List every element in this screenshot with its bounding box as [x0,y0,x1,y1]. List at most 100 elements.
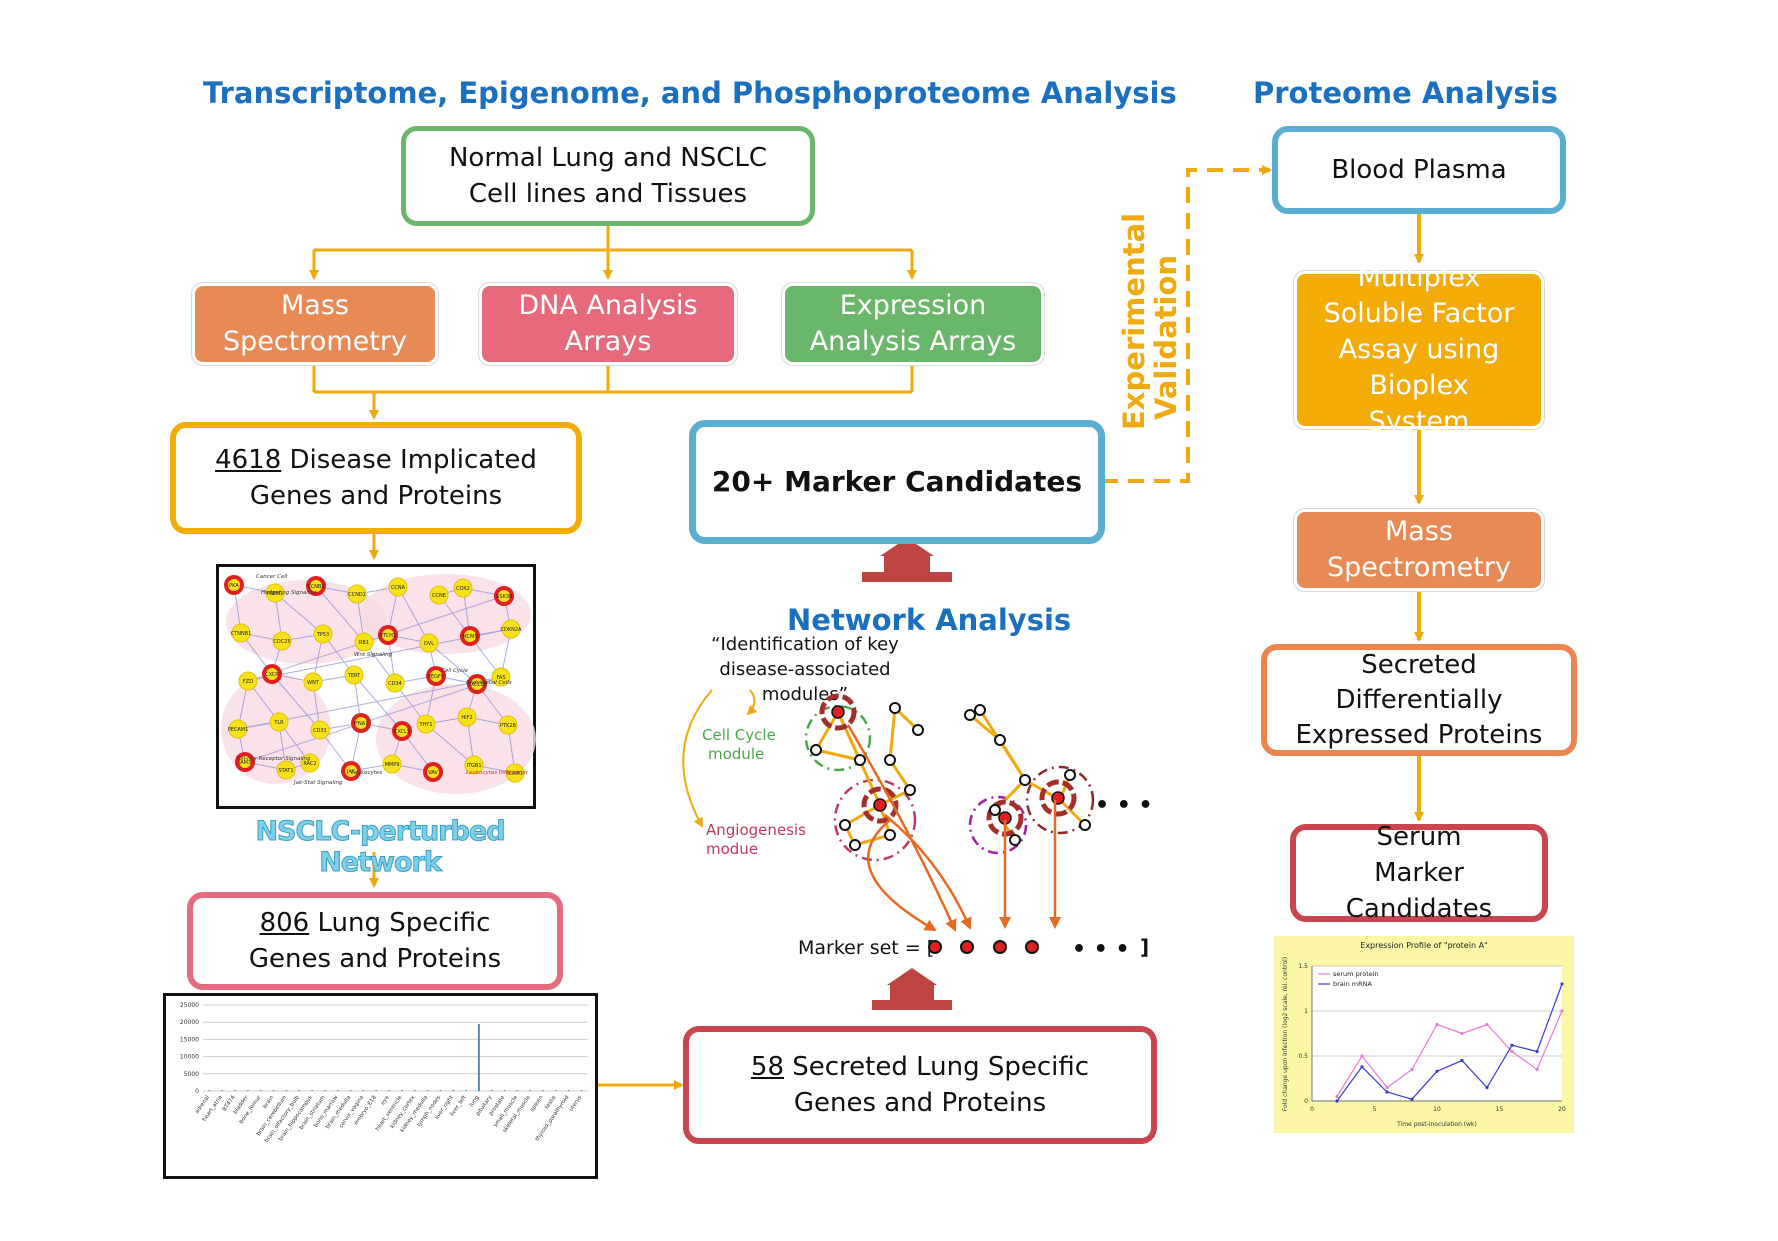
tissue-bar [221,1090,224,1091]
expression-arrays-box: Expression Analysis Arrays [785,286,1041,362]
network-node-label: TP53 [316,632,329,638]
module-node [904,784,916,796]
network-edge [274,592,324,635]
profile-y-tick: 0 [1304,1098,1308,1105]
network-node: VEGFC [426,666,446,686]
disease-genes-label: Disease Implicated Genes and Proteins [249,445,537,511]
network-node: CCNB1 [306,576,326,596]
profile-point [1360,1065,1364,1069]
network-node: PKA [224,575,244,595]
network-node: PECAM1 [228,719,248,739]
network-node: VAV [423,762,443,782]
network-to-candidates-arrow [862,536,952,582]
validation-dashed-arrow [1102,165,1272,483]
profile-point [1510,1049,1514,1054]
network-node: PTK2B [498,715,518,735]
network-node: GSK3B [494,586,514,606]
mass-spectrometry-label: Mass Spectrometry [223,290,407,357]
serum-candidates-box: Serum Marker Candidates [1290,822,1548,924]
module-node [1079,819,1091,831]
source-samples-box: Normal Lung and NSCLC Cell lines and Tis… [401,126,815,226]
network-node: TERT [344,665,364,685]
tissue-y-tick: 25000 [180,1002,199,1009]
module-node [810,744,822,756]
network-node-label: RB1 [359,640,369,646]
left-flow-connectors [309,223,917,1090]
network-node-label: CDC25 [273,639,290,645]
tissue-bar [349,1090,352,1091]
profile-point [1335,1099,1339,1103]
network-module-label: Leukocytes Infiltration [466,770,528,776]
profile-point [1410,1067,1414,1072]
tissue-bar [490,1090,493,1091]
network-analysis-diagram: “Identification of key disease-associate… [682,634,1153,962]
tissue-bar [580,1090,583,1091]
module-edge [888,707,897,761]
network-node: CXCR [262,664,282,684]
network-node: FAS [491,667,511,687]
network-node: ICAM1 [505,763,525,783]
nsclc-network-title: NSCLC-perturbed Network [255,816,506,879]
tissue-y-tick: 0 [195,1088,199,1095]
multiplex-assay-label: Multiplex Soluble Factor Assay using Bio… [1323,262,1515,437]
network-node: MMP9 [382,754,402,774]
tissue-bar [272,1090,275,1091]
module-node [884,754,896,766]
network-node: CD34 [385,673,405,693]
network-node: THY1 [416,714,436,734]
profile-legend-label: brain mRNA [1333,980,1372,988]
tissue-bar [298,1090,301,1091]
profile-point [1460,1058,1464,1063]
network-node-label: TERT [347,673,361,679]
module-node [854,754,866,766]
network-node-label: CCND1 [348,592,366,598]
network-module-label: Cancer Cell [256,574,288,580]
tissue-bar [426,1090,429,1091]
network-node: PSEN1 [265,583,285,603]
tissue-bar [555,1090,557,1091]
tissue-bar [285,1090,288,1091]
network-node: PTCH1 [378,625,398,645]
network-node: CD31 [310,720,330,740]
network-node-label: DVL [424,641,434,647]
network-edge [428,642,478,685]
network-node: HIF2 [457,707,477,727]
network-edge [425,723,475,766]
dna-arrays-label: DNA Analysis Arrays [518,290,698,357]
network-node-label: CD34 [388,681,402,687]
network-node: CCNE [429,585,449,605]
network-node: IFNA1 [351,713,371,733]
network-node-label: FZD [243,679,253,685]
profile-y-tick: 0.5 [1298,1053,1308,1060]
network-module-label: Wnt Signaling [354,652,393,658]
profile-point [1535,1067,1539,1072]
network-node: CXCL5 [392,721,412,741]
network-analysis-title: Network Analysis [787,603,1072,637]
network-node: RB1 [354,632,374,652]
tissue-bar [542,1090,544,1091]
cell-cycle-label-line2: module [708,745,764,763]
profile-y-tick: 1 [1304,1008,1308,1015]
tissue-bar [516,1090,519,1091]
network-node-label: JAM3 [238,760,251,766]
network-node: CCND1 [347,584,367,604]
profile-chart-xlabel: Time post-inoculation (wk) [1396,1121,1477,1128]
experimental-validation-label: Experimental Validation [1117,213,1183,430]
quote-line1: “Identification of key [711,634,899,655]
secreted-lung-count: 58 [750,1052,784,1082]
network-node-label: CXCL5 [394,729,410,735]
right-section-title: Proteome Analysis [1253,76,1558,110]
quote-line3: modules” [762,684,848,705]
profile-chart-title: Expression Profile of "protein A" [1360,941,1487,950]
network-node: FZD [238,671,258,691]
module-edge [814,711,840,751]
marker-candidates-box: 20+ Marker Candidates [689,420,1105,544]
tissue-bar [401,1090,403,1091]
tissue-bar [247,1090,249,1091]
network-node-label: CCNA [391,585,406,591]
network-node-label: VEGFC [428,674,445,680]
marker-set-ellipsis: • • • [1072,937,1130,962]
profile-point [1560,1009,1564,1013]
expression-profile-chart: Expression Profile of "protein A" 00.511… [1274,936,1574,1133]
network-node-label: GSK3B [496,594,514,600]
